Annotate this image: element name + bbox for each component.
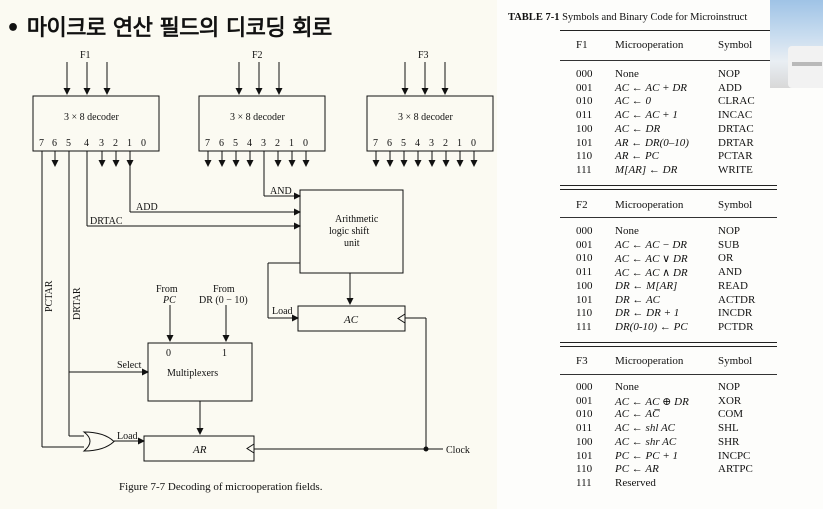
svg-text:3: 3 xyxy=(99,138,104,149)
table-panel xyxy=(497,0,823,509)
svg-text:DRTAR: DRTAR xyxy=(72,287,83,320)
svg-text:F3: F3 xyxy=(418,50,429,61)
svg-text:3 × 8 decoder: 3 × 8 decoder xyxy=(64,112,119,123)
decoder-f2 xyxy=(198,95,326,152)
microoperation-header: Microoperation xyxy=(615,355,684,367)
svg-text:6: 6 xyxy=(387,138,392,149)
field-header: F2 xyxy=(576,199,588,211)
svg-text:3: 3 xyxy=(429,138,434,149)
svg-text:From: From xyxy=(156,284,178,295)
webcam-overlay xyxy=(770,0,823,88)
svg-text:0: 0 xyxy=(471,138,476,149)
svg-text:F1: F1 xyxy=(80,50,91,61)
figure-caption: Figure 7-7 Decoding of microoperation fi… xyxy=(119,481,323,493)
field-header: F3 xyxy=(576,355,588,367)
svg-text:1: 1 xyxy=(457,138,462,149)
svg-text:5: 5 xyxy=(233,138,238,149)
svg-text:ADD: ADD xyxy=(136,202,158,213)
slide-title: • 마이크로 연산 필드의 디코딩 회로 xyxy=(6,16,332,41)
svg-text:4: 4 xyxy=(84,138,89,149)
svg-text:AC: AC xyxy=(343,314,359,326)
svg-text:2: 2 xyxy=(443,138,448,149)
svg-text:Arithmetic: Arithmetic xyxy=(335,214,379,225)
svg-text:4: 4 xyxy=(415,138,420,149)
field-header: F1 xyxy=(576,39,588,51)
or-gate xyxy=(82,431,115,452)
svg-text:3 × 8 decoder: 3 × 8 decoder xyxy=(398,112,453,123)
svg-text:3 × 8 decoder: 3 × 8 decoder xyxy=(230,112,285,123)
microoperation-header: Microoperation xyxy=(615,39,684,51)
svg-text:Load: Load xyxy=(272,306,293,317)
svg-text:1: 1 xyxy=(127,138,132,149)
svg-text:logic shift: logic shift xyxy=(329,226,369,237)
svg-text:4: 4 xyxy=(247,138,252,149)
svg-text:PCTAR: PCTAR xyxy=(44,280,55,312)
alu-block xyxy=(299,189,404,274)
svg-text:1: 1 xyxy=(289,138,294,149)
svg-text:DR (0 − 10): DR (0 − 10) xyxy=(199,295,248,306)
svg-text:7: 7 xyxy=(205,138,210,149)
svg-text:5: 5 xyxy=(66,138,71,149)
decoder-f1 xyxy=(32,95,160,152)
svg-text:0: 0 xyxy=(141,138,146,149)
svg-text:3: 3 xyxy=(261,138,266,149)
svg-text:Clock: Clock xyxy=(446,445,470,456)
svg-text:AND: AND xyxy=(270,186,292,197)
svg-text:5: 5 xyxy=(401,138,406,149)
symbol-header: Symbol xyxy=(718,199,753,211)
svg-text:unit: unit xyxy=(344,238,360,249)
svg-text:Load: Load xyxy=(117,431,138,442)
svg-text:0: 0 xyxy=(303,138,308,149)
symbol-header: Symbol xyxy=(718,39,753,51)
svg-text:DRTAC: DRTAC xyxy=(90,216,123,227)
slide-panel xyxy=(0,0,497,509)
svg-text:From: From xyxy=(213,284,235,295)
svg-text:7: 7 xyxy=(39,138,44,149)
svg-text:7: 7 xyxy=(373,138,378,149)
svg-text:PC: PC xyxy=(162,295,176,306)
svg-text:6: 6 xyxy=(219,138,224,149)
decoder-f3 xyxy=(366,95,494,152)
symbol-header: Symbol xyxy=(718,355,753,367)
table-title: TABLE 7-1 Symbols and Binary Code for Mi… xyxy=(508,12,748,23)
svg-text:AR: AR xyxy=(192,444,207,456)
svg-text:2: 2 xyxy=(275,138,280,149)
svg-text:0: 0 xyxy=(166,348,171,359)
svg-text:F2: F2 xyxy=(252,50,263,61)
microoperation-header: Microoperation xyxy=(615,199,684,211)
svg-text:2: 2 xyxy=(113,138,118,149)
decoding-circuit-diagram: F1 F2 F3 3 × 8 decoder 3 × 8 decoder 3 ×… xyxy=(32,50,494,462)
svg-text:Multiplexers: Multiplexers xyxy=(167,368,218,379)
svg-text:Select: Select xyxy=(117,360,142,371)
svg-text:6: 6 xyxy=(52,138,57,149)
svg-text:1: 1 xyxy=(222,348,227,359)
